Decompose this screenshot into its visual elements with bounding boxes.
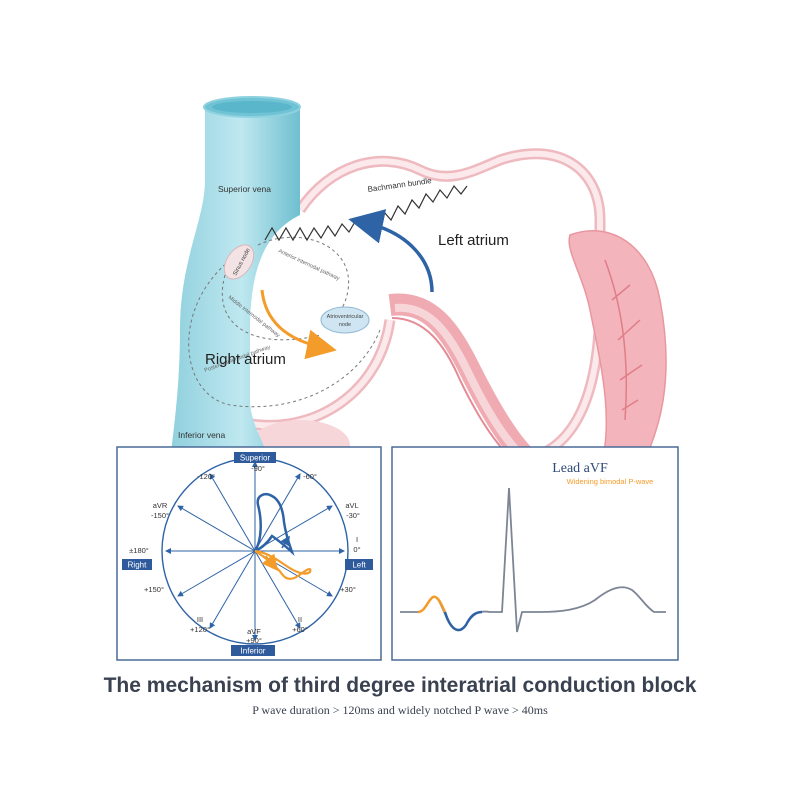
angle-m150: -150° bbox=[151, 511, 169, 520]
p-wave-notch-orange bbox=[417, 595, 447, 614]
angle-p150: +150° bbox=[144, 585, 164, 594]
sinus-node bbox=[223, 244, 255, 280]
angle-m60: -60° bbox=[303, 472, 317, 481]
right-label: Right bbox=[128, 561, 147, 570]
left-label: Left bbox=[352, 561, 366, 570]
angle-p90: +90° bbox=[246, 636, 262, 645]
inferior-box bbox=[231, 645, 275, 656]
angle-m90: -90° bbox=[251, 464, 265, 473]
p-vector-loop-blue bbox=[253, 493, 295, 556]
av-node-label-2: node bbox=[339, 322, 351, 328]
right-box bbox=[122, 559, 152, 570]
anterior-pathway-label: Anterior internodal pathway bbox=[277, 248, 340, 282]
p-vector-arrow-blue bbox=[280, 535, 290, 549]
posterior-pathway bbox=[188, 259, 381, 408]
axis-line-m150 bbox=[177, 505, 256, 552]
ventricle-wall bbox=[568, 230, 667, 471]
p-vector-arrow-orange bbox=[261, 553, 278, 571]
lead-avr: aVR bbox=[153, 501, 168, 510]
left-box bbox=[345, 559, 373, 570]
angle-m120: -120° bbox=[197, 472, 215, 481]
right-atrium-activation-arrow bbox=[260, 289, 337, 360]
angle-p30: +30° bbox=[340, 585, 356, 594]
right-atrium-label: Right atrium bbox=[205, 351, 286, 368]
ecg-caption: Widening bimodal P-wave bbox=[567, 477, 654, 486]
angle-p60: +60° bbox=[292, 625, 308, 634]
lead-ii: II bbox=[298, 615, 302, 624]
inferior-vena-label: Inferior vena bbox=[178, 430, 226, 440]
angle-pm180: ±180° bbox=[129, 546, 149, 555]
ecg-lead-title: Lead aVF bbox=[552, 461, 608, 476]
superior-box bbox=[234, 452, 276, 463]
lead-avf: aVF bbox=[247, 627, 261, 636]
page-title: The mechanism of third degree interatria… bbox=[103, 674, 697, 697]
superior-label: Superior bbox=[240, 454, 271, 463]
angle-m30: -30° bbox=[346, 511, 360, 520]
superior-vena-label: Superior vena bbox=[218, 184, 271, 194]
lead-avl: aVL bbox=[345, 501, 358, 510]
left-atrium-activation-arrow bbox=[348, 209, 434, 293]
left-atrium-label: Left atrium bbox=[438, 232, 509, 249]
axis-line-p120 bbox=[209, 550, 256, 629]
hexaxial-panel: Superior Inferior Left Right -90° -120° … bbox=[116, 446, 382, 661]
bachmann-bundle-label: Bachmann bundle bbox=[367, 176, 433, 194]
axis-line-p150 bbox=[177, 550, 256, 597]
p-vector-loop-orange bbox=[254, 549, 312, 580]
vena-cava bbox=[170, 105, 300, 460]
lead-iii: III bbox=[197, 615, 203, 624]
ecg-panel: Lead aVF Widening bimodal P-wave bbox=[391, 446, 679, 661]
av-node-label-1: Atrioventricular bbox=[327, 314, 364, 320]
his-bundle bbox=[388, 293, 547, 479]
p-wave-second-blue bbox=[443, 610, 483, 632]
axis-line-m60 bbox=[254, 473, 301, 552]
angle-p120: +120° bbox=[190, 625, 210, 634]
axis-line-m30 bbox=[254, 505, 333, 552]
angle-zero: 0° bbox=[353, 545, 360, 554]
inferior-label: Inferior bbox=[241, 647, 266, 656]
page-subtitle: P wave duration > 120ms and widely notch… bbox=[252, 703, 548, 717]
lead-i: I bbox=[356, 535, 358, 544]
axis-line-m120 bbox=[209, 473, 256, 552]
av-node bbox=[320, 306, 370, 334]
